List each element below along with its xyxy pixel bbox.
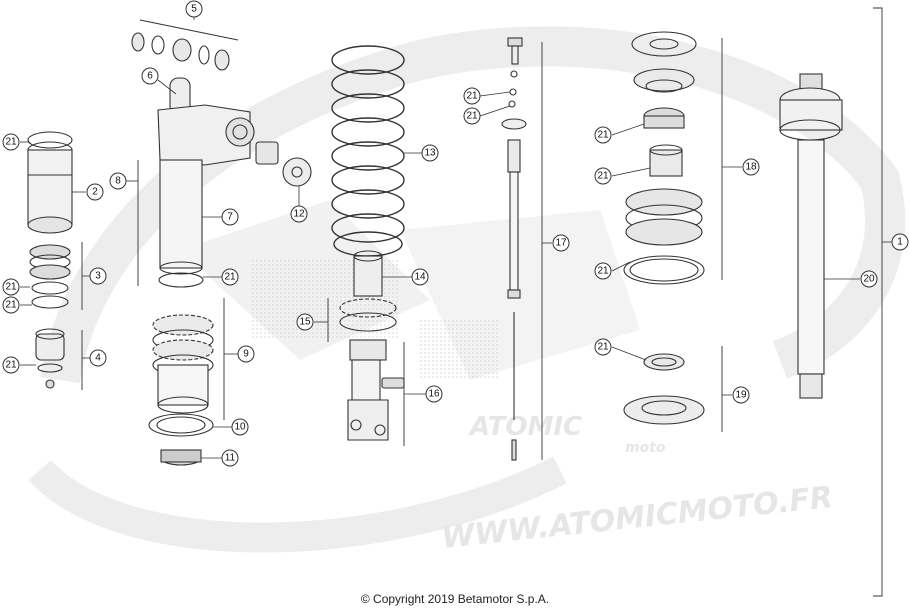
part-4-reservoir-cap — [35, 328, 65, 389]
callout-4-label: 4 — [95, 353, 101, 364]
callout-8-label: 8 — [115, 176, 121, 187]
part-17-damper-rod — [501, 37, 527, 461]
leader-lines — [20, 14, 892, 459]
part-7-damper-body — [157, 77, 255, 288]
callout-5: 5 — [185, 0, 203, 18]
callout-2-label: 2 — [92, 187, 98, 198]
callout-21-g-label: 21 — [466, 111, 478, 122]
callout-10-label: 10 — [234, 422, 246, 433]
part-20-cartridge — [779, 73, 843, 399]
callout-21-g: 21 — [463, 107, 481, 125]
callout-11: 11 — [221, 449, 239, 467]
callout-21-c: 21 — [2, 296, 20, 314]
callout-18-label: 18 — [745, 162, 757, 173]
callout-16-label: 16 — [428, 389, 440, 400]
part-3-piston-kit — [29, 244, 71, 309]
callout-21-a-label: 21 — [5, 137, 17, 148]
part-5-seal-kit — [131, 32, 230, 71]
copyright-footer: © Copyright 2019 Betamotor S.p.A. — [360, 592, 550, 606]
callout-21-i: 21 — [594, 167, 612, 185]
callout-21-b: 21 — [2, 278, 20, 296]
callout-6: 6 — [141, 67, 159, 85]
callout-10: 10 — [231, 418, 249, 436]
callout-4: 4 — [89, 349, 107, 367]
part-11-bottom-cap — [160, 449, 202, 466]
callout-21-i-label: 21 — [597, 171, 609, 182]
part-19-rebound-assembly — [623, 353, 705, 425]
callout-1-label: 1 — [897, 237, 903, 248]
callout-21-f: 21 — [463, 87, 481, 105]
callout-21-e-label: 21 — [224, 272, 236, 283]
watermark-brand-sub: moto — [625, 440, 666, 456]
callout-21-e: 21 — [221, 268, 239, 286]
callout-21-b-label: 21 — [5, 282, 17, 293]
part-12-adjuster — [255, 141, 312, 187]
callout-21-c-label: 21 — [5, 300, 17, 311]
callout-13-label: 13 — [424, 148, 436, 159]
callout-21-j-label: 21 — [597, 266, 609, 277]
part-18-compression-assembly — [623, 31, 705, 285]
callout-21-j: 21 — [594, 262, 612, 280]
callout-11-label: 11 — [225, 453, 236, 464]
callout-21-d-label: 21 — [5, 360, 17, 371]
watermark: WWW.ATOMICMOTO.FR ATOMIC moto — [28, 26, 906, 556]
callout-12-label: 12 — [293, 209, 305, 220]
callout-20-label: 20 — [863, 274, 875, 285]
watermark-brand: ATOMIC — [468, 412, 582, 442]
callouts: 5 6 21 2 3 21 21 4 21 8 7 21 9 10 11 12 … — [2, 0, 909, 467]
callout-21-h-label: 21 — [597, 130, 609, 141]
callout-16: 16 — [425, 385, 443, 403]
part-9-preload-nuts — [152, 314, 214, 414]
callout-21-f-label: 21 — [466, 91, 478, 102]
callout-7: 7 — [221, 208, 239, 226]
callout-14-label: 14 — [414, 272, 426, 283]
callout-17-label: 17 — [555, 238, 567, 249]
callout-3: 3 — [89, 267, 107, 285]
callout-20: 20 — [860, 270, 878, 288]
callout-3-label: 3 — [95, 271, 101, 282]
callout-21-a: 21 — [2, 133, 20, 151]
callout-15: 15 — [296, 313, 314, 331]
callout-8: 8 — [109, 172, 127, 190]
callout-14: 14 — [411, 268, 429, 286]
callout-2: 2 — [86, 183, 104, 201]
callout-6-label: 6 — [147, 71, 153, 82]
callout-21-k-label: 21 — [597, 342, 609, 353]
callout-17: 17 — [552, 234, 570, 252]
callout-9: 9 — [237, 345, 255, 363]
callout-12: 12 — [290, 205, 308, 223]
callout-19-label: 19 — [735, 390, 747, 401]
callout-21-d: 21 — [2, 356, 20, 374]
callout-7-label: 7 — [227, 212, 233, 223]
grouping-brackets — [81, 7, 883, 597]
callout-1: 1 — [891, 233, 909, 251]
part-16-lower-eye — [339, 250, 405, 441]
part-13-spring — [331, 45, 405, 257]
part-2-reservoir — [27, 131, 73, 234]
callout-19: 19 — [732, 386, 750, 404]
callout-5-label: 5 — [191, 4, 197, 15]
part-10-washer — [148, 413, 214, 437]
callout-18: 18 — [742, 158, 760, 176]
callout-21-k: 21 — [594, 338, 612, 356]
callout-9-label: 9 — [243, 349, 249, 360]
callout-13: 13 — [421, 144, 439, 162]
callout-15-label: 15 — [299, 317, 311, 328]
callout-21-h: 21 — [594, 126, 612, 144]
